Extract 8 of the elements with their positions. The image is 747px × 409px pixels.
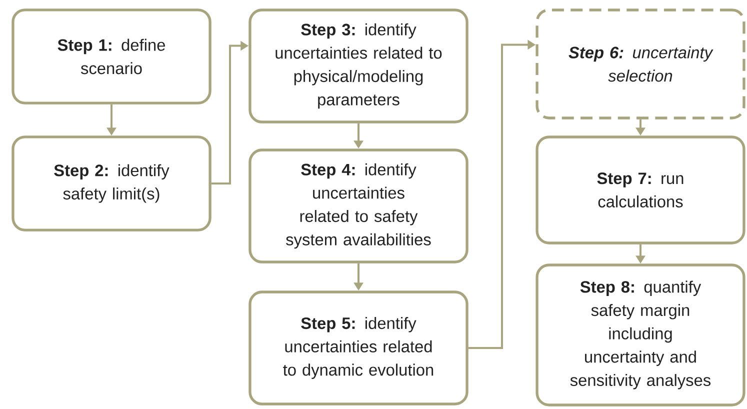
step-box: Step 5: identify uncertainties related to dynamic evolution [248, 290, 468, 406]
step-box: Step 6: uncertainty selection [536, 8, 746, 120]
step-box: Step 2: identify safety limit(s) [12, 136, 212, 232]
step-box: Step 8: quantify safety margin including uncertainty and sensitivity analyses [536, 264, 746, 406]
step-box: Step 1: define scenario [12, 8, 212, 104]
step-box: Step 7: run calculations [536, 136, 746, 244]
step-box: Step 3: identify uncertainties related to physical/modeling parameters [248, 8, 468, 124]
step-box: Step 4: identify uncertainties related to safety system availabilities [248, 148, 468, 264]
